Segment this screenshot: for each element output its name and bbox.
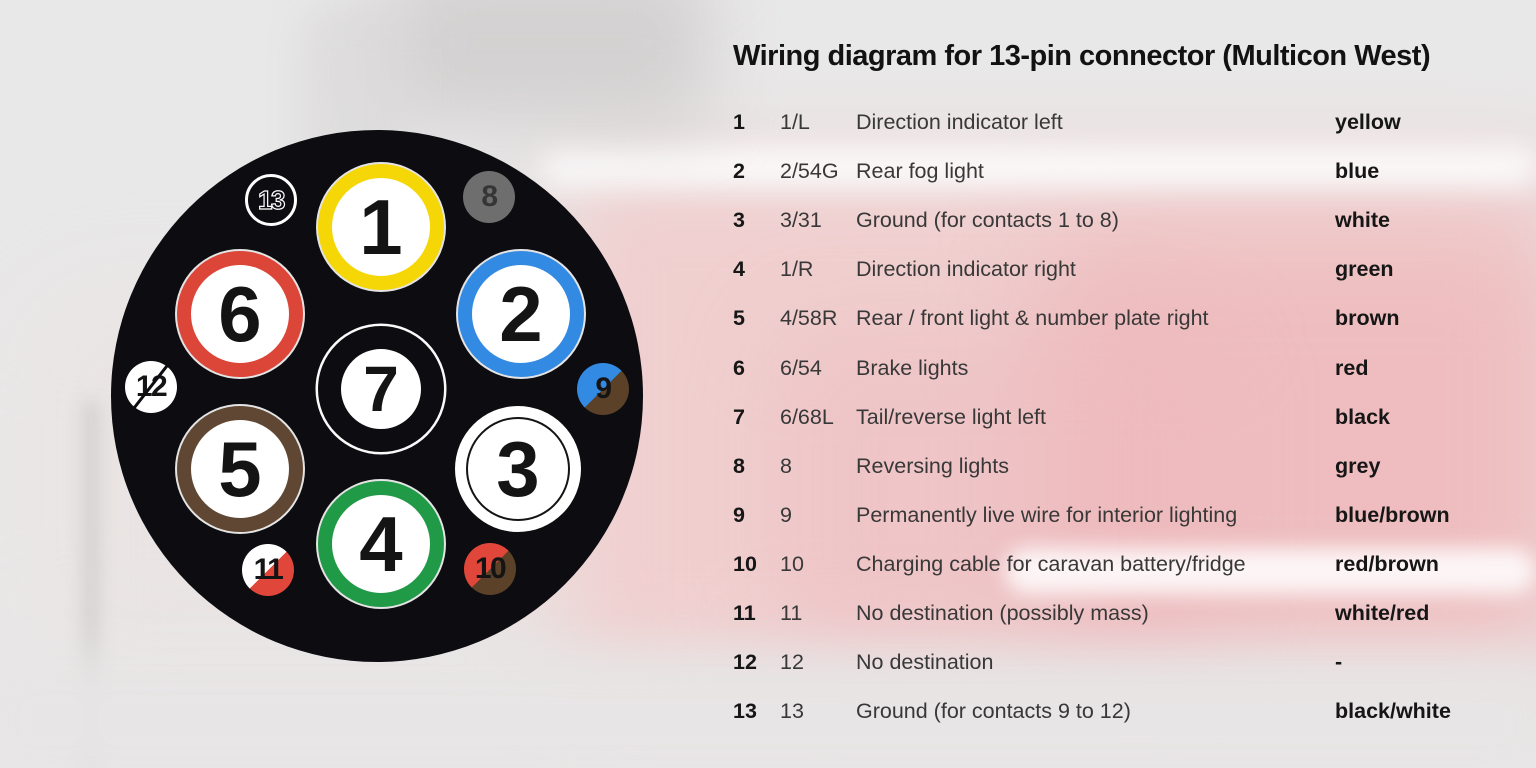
pin-number: 9 [595,372,612,405]
wire-color-cell: white [1335,208,1390,233]
wire-color-cell: blue/brown [1335,502,1450,527]
pin-number: 7 [363,353,399,425]
table-row: 10 10 Charging cable for caravan battery/f… [733,540,1536,589]
connector-pin-8: 8 [463,171,515,223]
code-cell: 6/54 [780,355,822,380]
wire-color-cell: green [1335,257,1394,282]
code-cell: 6/68L [780,404,834,429]
code-cell: 3/31 [780,208,822,233]
pin-cell: 6 [733,355,745,380]
pin-cell: 4 [733,257,745,282]
code-cell: 4/58R [780,306,838,331]
description-cell: Rear fog light [856,159,984,184]
description-cell: No destination (possibly mass) [856,600,1149,625]
table-row: 13 13 Ground (for contacts 9 to 12) black/w… [733,687,1536,736]
pin-cell: 13 [733,699,757,724]
table-row: 6 6/54 Brake lights red [733,343,1536,392]
wire-color-cell: - [1335,650,1343,675]
pin-number: 4 [359,500,403,588]
background-blob [0,655,1536,768]
description-cell: Reversing lights [856,453,1009,478]
pin-cell: 3 [733,208,745,233]
table-row: 8 8 Reversing lights grey [733,442,1536,491]
description-cell: Rear / front light & number plate right [856,306,1209,331]
pin-cell: 9 [733,502,745,527]
wire-color-cell: blue [1335,159,1380,184]
description-cell: Charging cable for caravan battery/fridg… [856,551,1246,576]
pin-number: 12 [135,370,168,403]
description-cell: Tail/reverse light left [856,404,1046,429]
code-cell: 1/R [780,257,814,282]
table-row: 5 4/58R Rear / front light & number plate … [733,294,1536,343]
description-cell: Direction indicator right [856,257,1076,282]
connector-pin-1: 1 [318,164,444,290]
connector-pin-13: 13 [245,174,297,226]
pin-cell: 7 [733,404,745,429]
wire-color-cell: red [1335,355,1369,380]
pin-number: 2 [499,270,543,358]
table-row: 1 1/L Direction indicator left yellow [733,98,1536,147]
pin-number: 6 [218,270,262,358]
table-row: 11 11 No destination (possibly mass) white/… [733,589,1536,638]
background-blob [780,330,1210,650]
wire-color-cell: brown [1335,306,1400,331]
code-cell: 2/54G [780,159,839,184]
wire-color-cell: black [1335,404,1390,429]
code-cell: 10 [780,551,804,576]
description-cell: Permanently live wire for interior light… [856,502,1238,527]
pin-cell: 10 [733,551,757,576]
table-row: 7 6/68L Tail/reverse light left black [733,393,1536,442]
description-cell: Direction indicator left [856,110,1063,135]
code-cell: 12 [780,650,804,675]
code-cell: 13 [780,699,804,724]
pin-number: 8 [481,180,498,213]
description-cell: Ground (for contacts 1 to 8) [856,208,1119,233]
pin-cell: 5 [733,306,745,331]
table-row: 9 9 Permanently live wire for interior lig… [733,491,1536,540]
background-blob [390,0,710,125]
pin-cell: 11 [733,600,756,625]
description-cell: Brake lights [856,355,969,380]
code-cell: 11 [780,600,803,625]
code-cell: 1/L [780,110,810,135]
background-blob [540,146,1536,188]
table-row: 4 1/R Direction indicator right green [733,245,1536,294]
wire-color-cell: red/brown [1335,551,1439,576]
connector-pin-4: 4 [318,481,444,607]
table-row: 12 12 No destination - [733,638,1536,687]
connector-pin-12: 12 [125,361,177,413]
background-blob [1005,548,1536,594]
wire-color-cell: yellow [1335,110,1401,135]
pin-number: 13 [257,185,286,215]
connector-pin-7: 7 [318,326,444,452]
connector-pin-2: 2 [458,251,584,377]
connector-pin-9: 9 [577,363,629,415]
pin-number: 10 [474,552,507,585]
connector-pin-5: 5 [177,406,303,532]
pin-cell: 12 [733,650,757,675]
pin-number: 1 [359,183,403,271]
connector-pin-3: 3 [455,406,581,532]
connector-pin-6: 6 [177,251,303,377]
pin-number: 11 [253,553,284,586]
pin-cell: 8 [733,453,745,478]
pin-cell: 1 [733,110,745,135]
connector-pin-10: 10 [464,543,516,595]
pin-cell: 2 [733,159,745,184]
code-cell: 8 [780,453,792,478]
table-row: 3 3/31 Ground (for contacts 1 to 8) white [733,196,1536,245]
page-title: Wiring diagram for 13-pin connector (Mul… [733,40,1431,72]
connector-pin-11: 11 [242,544,294,596]
pin-number: 3 [496,425,540,513]
pin-number: 5 [218,425,262,513]
wire-color-cell: grey [1335,453,1381,478]
wire-color-cell: white/red [1335,600,1430,625]
description-cell: No destination [856,650,994,675]
wire-color-cell: black/white [1335,699,1451,724]
pin-table: 1 1/L Direction indicator left yellow 2 2/54… [733,98,1536,736]
code-cell: 9 [780,502,792,527]
table-row: 2 2/54G Rear fog light blue [733,147,1536,196]
description-cell: Ground (for contacts 9 to 12) [856,699,1131,724]
